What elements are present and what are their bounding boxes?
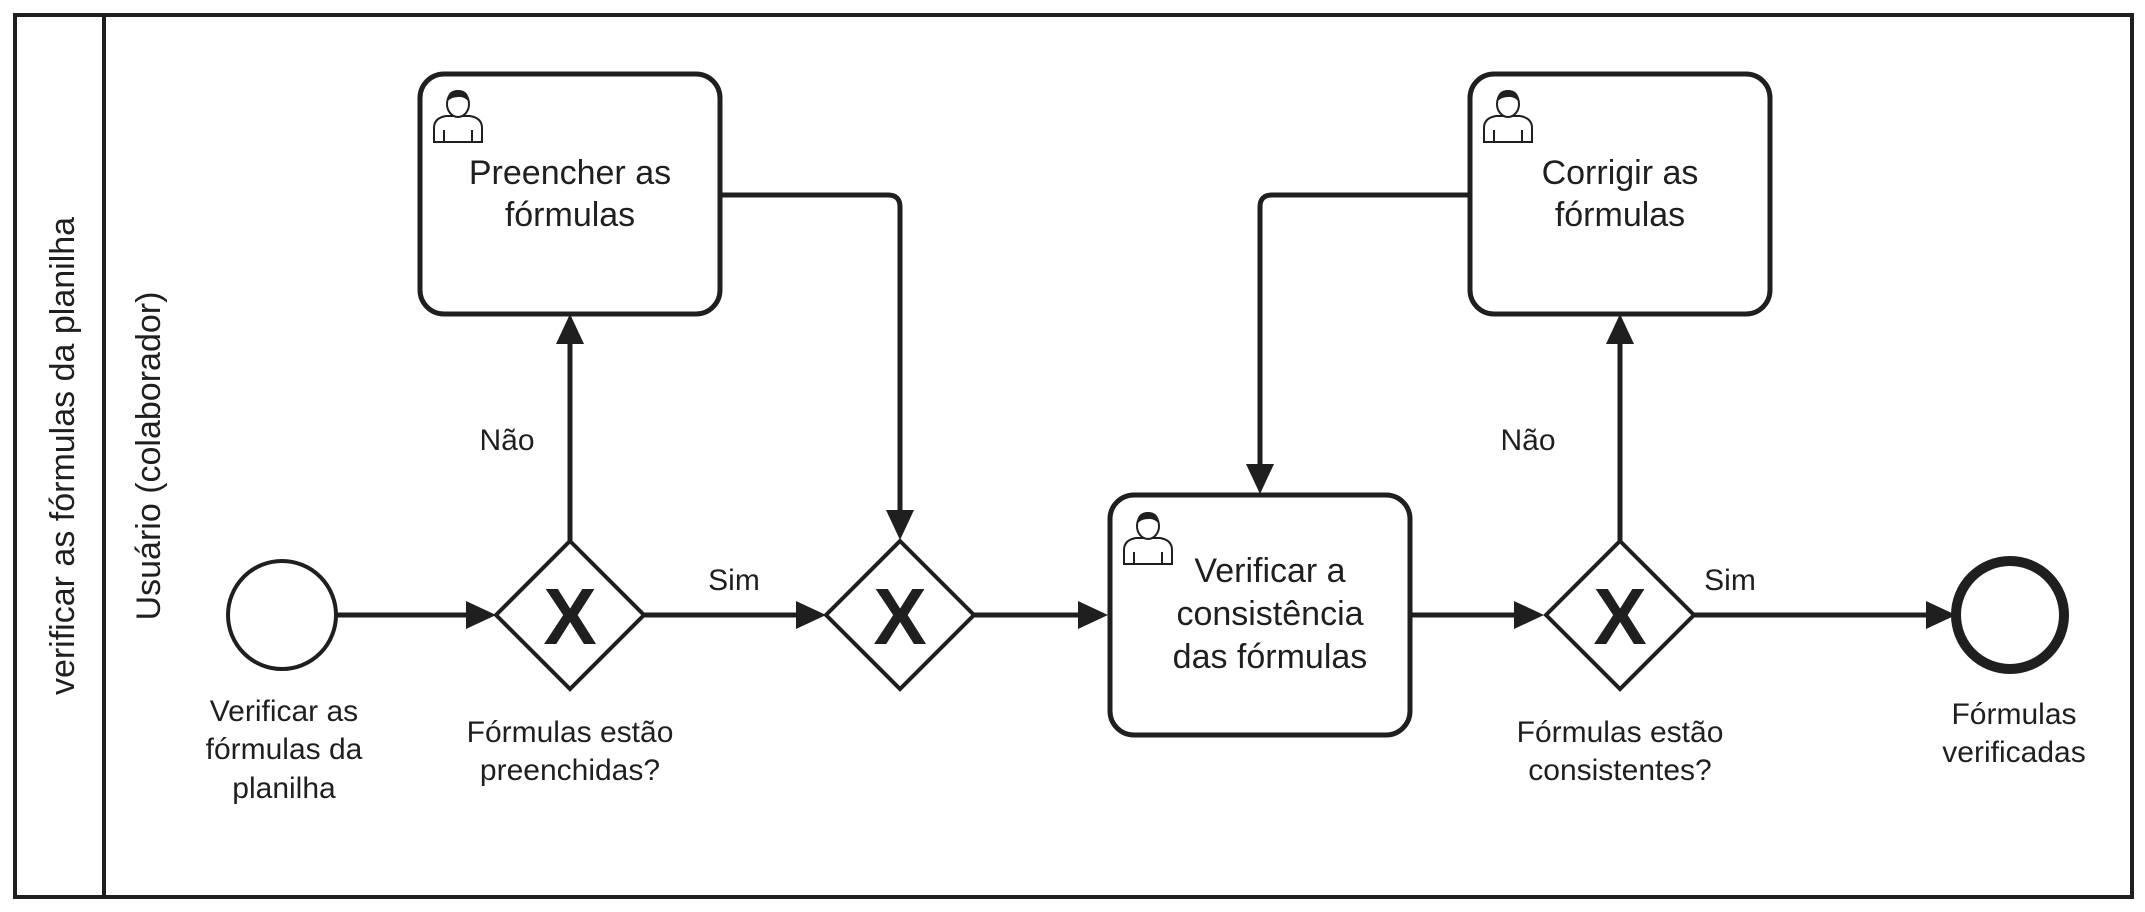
svg-text:consistentes?: consistentes? [1528,754,1711,787]
lane-title: Usuário (colaborador) [130,292,168,621]
gateway-filled-label: Fórmulas estão preenchidas? [467,716,674,787]
svg-text:X: X [873,572,926,661]
svg-text:Preencher as: Preencher as [469,154,671,192]
svg-text:Fórmulas: Fórmulas [1951,698,2076,731]
svg-text:fórmulas da: fórmulas da [206,733,363,766]
task-verify-consistency: Verificar a consistência das fórmulas [1107,492,1413,738]
svg-text:Verificar a: Verificar a [1194,552,1345,590]
gateway-consistent: X [1543,538,1697,692]
flow-label-no-1: Não [479,424,534,457]
pool-border [13,13,2134,899]
sequence-flows [333,192,1956,629]
svg-text:X: X [543,572,596,661]
gateway-consistent-label: Fórmulas estão consistentes? [1517,716,1724,787]
svg-text:verificadas: verificadas [1942,736,2085,769]
task-fill-formulas: Preencher as fórmulas [417,71,723,317]
svg-text:fórmulas: fórmulas [1555,196,1685,234]
svg-text:planilha: planilha [232,772,336,805]
flow-label-no-2: Não [1500,424,1555,457]
svg-text:das fórmulas: das fórmulas [1173,638,1368,676]
pool-title: verificar as fórmulas da planilha [44,217,82,695]
start-event [226,559,338,671]
end-event-label: Fórmulas verificadas [1942,698,2085,769]
svg-text:Fórmulas estão: Fórmulas estão [467,716,674,749]
svg-text:Verificar as: Verificar as [210,695,358,728]
svg-text:X: X [1593,572,1646,661]
flow-label-yes-2: Sim [1704,564,1756,597]
start-event-label: Verificar as fórmulas da planilha [206,695,363,805]
svg-text:preenchidas?: preenchidas? [480,754,660,787]
gateway-filled: X [493,538,647,692]
svg-text:Corrigir as: Corrigir as [1542,154,1699,192]
end-event [1951,556,2069,674]
svg-text:consistência: consistência [1176,595,1363,633]
svg-text:fórmulas: fórmulas [505,196,635,234]
svg-text:Fórmulas estão: Fórmulas estão [1517,716,1724,749]
flow-label-yes-1: Sim [708,564,760,597]
gateway-merge: X [823,538,977,692]
task-fix-formulas: Corrigir as fórmulas [1467,71,1773,317]
